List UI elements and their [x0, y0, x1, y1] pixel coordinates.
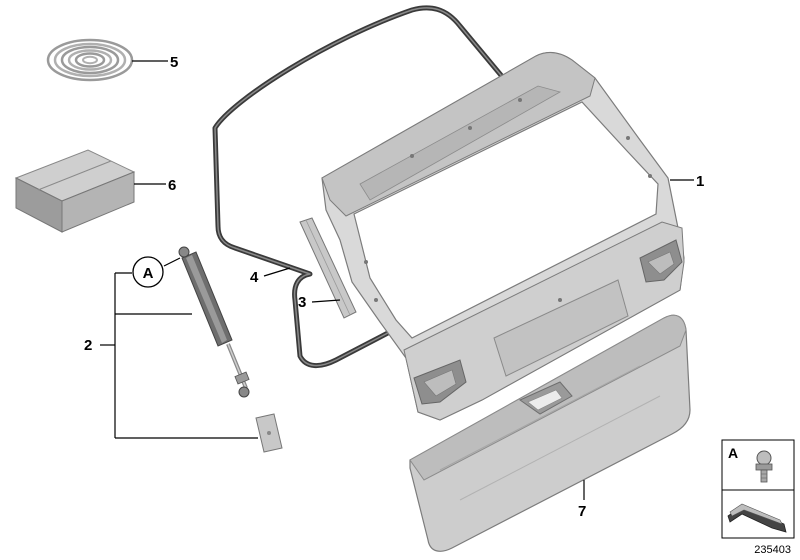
legend-box: A	[721, 439, 795, 539]
callout-part-7: 7	[578, 503, 586, 520]
mounting-bracket-part	[255, 413, 283, 453]
coiled-tape-part	[46, 38, 134, 82]
angled-strip-icon	[727, 503, 787, 533]
ball-stud-icon	[755, 450, 773, 483]
callout-part-2: 2	[84, 337, 92, 354]
detail-a-marker: A	[132, 256, 164, 288]
detail-a-letter: A	[143, 265, 154, 282]
callout-part-4: 4	[250, 269, 259, 286]
box-part	[14, 149, 136, 233]
callout-part-1: 1	[696, 173, 704, 190]
tailgate-frame-part	[321, 51, 685, 421]
callout-part-3: 3	[298, 294, 306, 311]
trim-strip-part	[299, 217, 357, 319]
leader-lines	[100, 60, 694, 500]
gas-strut-part	[178, 246, 250, 398]
legend-letter-a: A	[728, 445, 738, 461]
callout-part-6: 6	[168, 177, 176, 194]
reference-number: 235403	[754, 544, 791, 556]
callout-part-5: 5	[170, 54, 178, 71]
tailgate-trim-panel-part	[409, 314, 691, 552]
